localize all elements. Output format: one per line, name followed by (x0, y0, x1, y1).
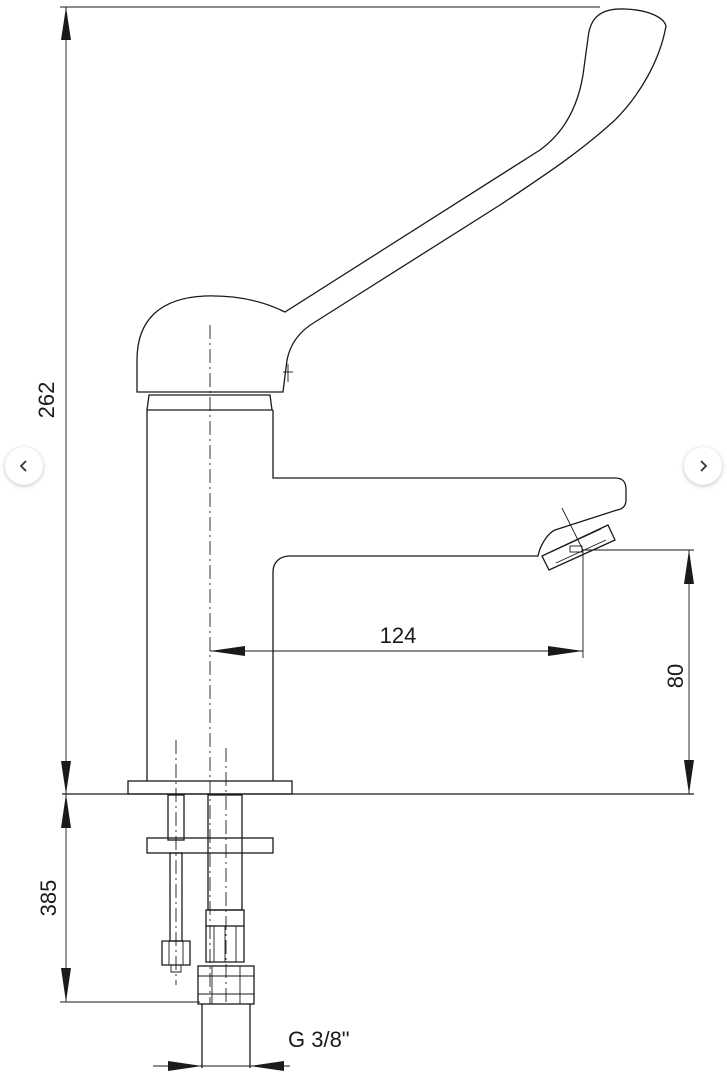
spout-height-label: 80 (663, 664, 688, 688)
dimension-total-height: 262 (34, 6, 600, 794)
aerator (541, 507, 616, 571)
dimension-thread: G 3/8" (153, 1027, 350, 1071)
chevron-right-icon (700, 460, 708, 472)
centre-lines (175, 325, 227, 1004)
spout-reach-label: 124 (380, 623, 417, 648)
dimension-spout-reach: 124 (210, 550, 584, 658)
next-image-button[interactable] (684, 447, 722, 485)
dimension-spout-height: 80 (583, 549, 694, 794)
faucet-outline (127, 8, 667, 795)
dimension-under-counter: 385 (36, 794, 200, 1003)
thread-label: G 3/8" (288, 1027, 350, 1052)
previous-image-button[interactable] (5, 447, 43, 485)
chevron-left-icon (19, 460, 27, 472)
total-height-label: 262 (34, 382, 59, 419)
under-counter-label: 385 (36, 880, 61, 917)
